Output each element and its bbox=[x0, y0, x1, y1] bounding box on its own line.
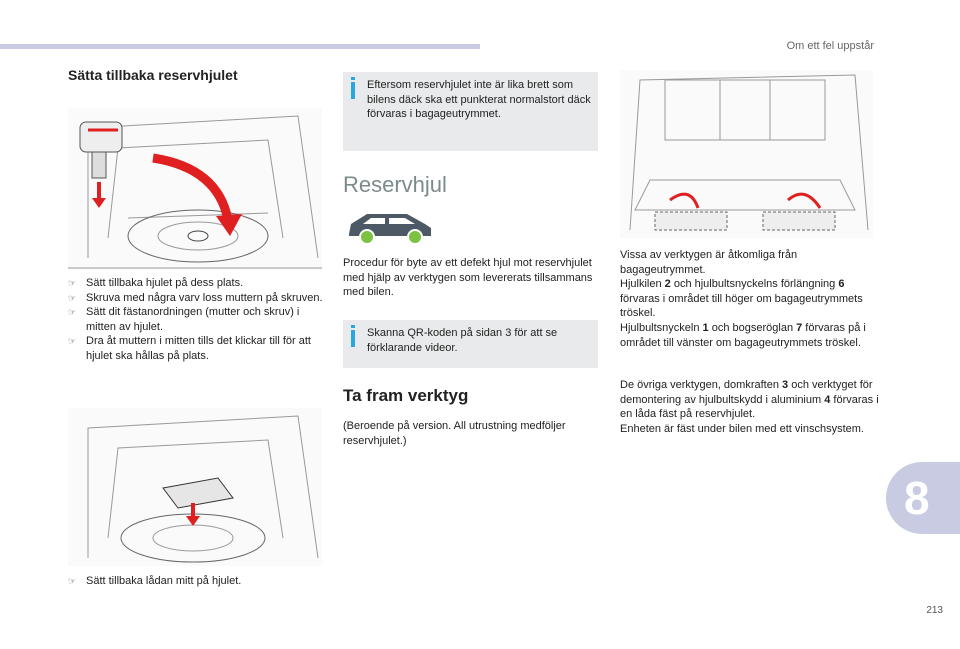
instruction-item: ☞ Sätt tillbaka lådan mitt på hjulet. bbox=[68, 574, 324, 589]
section-title: Om ett fel uppstår bbox=[786, 40, 874, 52]
instruction-item: ☞ Skruva med några varv loss muttern på s… bbox=[68, 291, 324, 306]
text-segment: förvaras i området till höger om bagageu… bbox=[620, 292, 863, 320]
pointing-hand-icon: ☞ bbox=[68, 336, 77, 347]
pointing-hand-icon: ☞ bbox=[68, 307, 77, 318]
text-segment: De övriga verktygen, domkraften bbox=[620, 379, 783, 391]
header-bar bbox=[0, 44, 480, 49]
jack-location-text: De övriga verktygen, domkraften 3 och ve… bbox=[620, 378, 880, 436]
instruction-text: Dra åt muttern i mitten tills det klicka… bbox=[86, 335, 311, 362]
info-box-qr: Skanna QR-koden på sidan 3 för att se fö… bbox=[343, 320, 598, 368]
info-icon bbox=[351, 325, 355, 347]
instruction-list-1: ☞ Sätt tillbaka hjulet på dess plats. ☞ Sk… bbox=[68, 276, 324, 364]
instruction-item: ☞ Dra åt muttern i mitten tills det klick… bbox=[68, 334, 324, 363]
reference-number: 4 bbox=[824, 393, 831, 406]
text-segment: förvaras i en låda fäst på reservhjulet. bbox=[620, 393, 879, 421]
instruction-item: ☞ Sätt tillbaka hjulet på dess plats. bbox=[68, 276, 324, 291]
text-segment: Hjulbultsnyckeln bbox=[620, 321, 703, 334]
info-text: Eftersom reservhjulet inte är lika brett… bbox=[367, 79, 591, 121]
page-number: 213 bbox=[926, 605, 943, 616]
intro-text: Procedur för byte av ett defekt hjul mot… bbox=[343, 257, 593, 299]
reference-number: 3 bbox=[782, 379, 789, 391]
heading-reservhjul: Reservhjul bbox=[343, 172, 447, 197]
instruction-item: ☞ Sätt dit fästanordningen (mutter och sk… bbox=[68, 305, 324, 334]
chapter-tab: 8 bbox=[886, 462, 960, 534]
illustration-toolbox-on-wheel bbox=[68, 408, 322, 566]
text-segment: och verktyget för demontering av hjulbul… bbox=[620, 379, 873, 406]
pointing-hand-icon: ☞ bbox=[68, 292, 77, 303]
section-heading: Sätta tillbaka reservhjulet bbox=[68, 67, 238, 83]
info-box-tyre-storage: Eftersom reservhjulet inte är lika brett… bbox=[343, 72, 598, 151]
instruction-list-2: ☞ Sätt tillbaka lådan mitt på hjulet. bbox=[68, 574, 324, 589]
instruction-text: Sätt dit fästanordningen (mutter och skr… bbox=[86, 306, 300, 333]
text-segment: Enheten är fäst under bilen med ett vins… bbox=[620, 422, 864, 435]
text-segment: Vissa av verktygen är åtkomliga från bag… bbox=[620, 249, 798, 276]
text-segment: och hjulbultsnyckelns förlängning bbox=[670, 278, 839, 291]
text-segment: Hjulkilen bbox=[620, 278, 665, 291]
pointing-hand-icon: ☞ bbox=[68, 278, 77, 288]
heading-ta-fram-verktyg: Ta fram verktyg bbox=[343, 386, 469, 405]
text-segment: förvaras på i området till vänster om ba… bbox=[620, 321, 866, 349]
instruction-text: Sätt tillbaka lådan mitt på hjulet. bbox=[86, 575, 242, 587]
illustration-boot-tools bbox=[620, 70, 873, 238]
reference-number: 1 bbox=[702, 321, 709, 334]
reference-number: 7 bbox=[796, 321, 803, 334]
text-segment: och bogseröglan bbox=[708, 321, 797, 334]
instruction-text: Sätt tillbaka hjulet på dess plats. bbox=[86, 277, 244, 289]
reference-number: 6 bbox=[838, 278, 845, 291]
illustration-spare-wheel-refit bbox=[68, 108, 322, 270]
pointing-hand-icon: ☞ bbox=[68, 576, 77, 586]
tools-location-text: Vissa av verktygen är åtkomliga från bag… bbox=[620, 248, 880, 350]
car-icon bbox=[345, 210, 435, 246]
info-text: Skanna QR-koden på sidan 3 för att se fö… bbox=[367, 327, 558, 354]
info-icon bbox=[351, 77, 355, 99]
instruction-text: Skruva med några varv loss muttern på sk… bbox=[86, 291, 323, 304]
version-note: (Beroende på version. All utrustning med… bbox=[343, 420, 566, 447]
reference-number: 2 bbox=[664, 278, 671, 291]
